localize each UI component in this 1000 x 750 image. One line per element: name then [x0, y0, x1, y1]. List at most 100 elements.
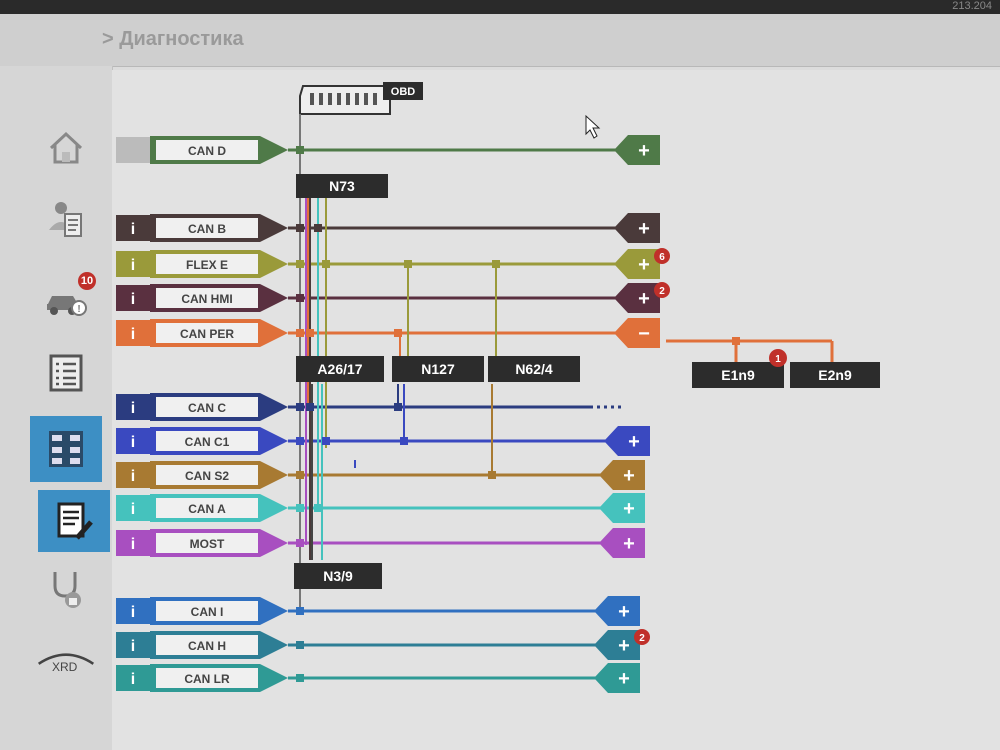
expand-button[interactable] [614, 283, 660, 313]
gateway-box[interactable] [296, 174, 388, 198]
info-icon[interactable] [116, 215, 150, 241]
junction-node [492, 260, 500, 268]
info-icon-glyph: i [131, 638, 135, 655]
gateway-label: E1n9 [721, 367, 755, 383]
gateway-box[interactable] [296, 356, 384, 382]
junction-node [322, 437, 330, 445]
info-icon[interactable] [116, 320, 150, 346]
obd-pin [364, 93, 368, 105]
notification-badge-count: 2 [659, 286, 665, 297]
minus-icon: − [638, 323, 650, 345]
sidebar-item-xrd[interactable] [30, 636, 102, 676]
expand-button[interactable] [604, 426, 650, 456]
bus-label: CAN C [188, 401, 226, 415]
expand-button[interactable] [599, 493, 645, 523]
bus-chip-label-bg [156, 218, 258, 238]
info-icon[interactable] [116, 495, 150, 521]
sidebar-item-security[interactable] [30, 560, 102, 618]
junction-node [394, 329, 402, 337]
junction-node [400, 437, 408, 445]
info-icon[interactable] [116, 598, 150, 624]
plus-icon: + [623, 498, 635, 520]
sidebar-item-doctor[interactable] [30, 190, 102, 248]
obd-label-box [383, 82, 423, 100]
obd-pin [328, 93, 332, 105]
sidebar-item-topology[interactable] [30, 416, 102, 482]
junction-node [732, 337, 740, 345]
obd-pin [346, 93, 350, 105]
junction-node [296, 437, 304, 445]
gateway-box[interactable] [294, 563, 382, 589]
bus-label: CAN I [191, 605, 224, 619]
bus-label: CAN B [188, 222, 226, 236]
junction-node [296, 607, 304, 615]
collapse-button[interactable] [614, 318, 660, 348]
expand-button[interactable] [594, 630, 640, 660]
info-icon-glyph: i [131, 257, 135, 274]
sidebar-item-home[interactable] [30, 118, 102, 176]
info-icon-glyph: i [131, 434, 135, 451]
info-icon[interactable] [116, 394, 150, 420]
expand-button[interactable] [614, 249, 660, 279]
info-icon[interactable] [116, 137, 150, 163]
notification-badge-count: 6 [659, 252, 665, 263]
plus-icon: + [638, 288, 650, 310]
bus-chip-label-bg [156, 533, 258, 553]
bus-chip-label-bg [156, 668, 258, 688]
expand-button[interactable] [594, 663, 640, 693]
network-topology-icon [49, 431, 83, 467]
info-icon[interactable] [116, 285, 150, 311]
info-icon-glyph: i [131, 501, 135, 518]
page-title: > Диагностика [102, 28, 244, 50]
junction-node [314, 224, 322, 232]
sidebar-item-report[interactable] [38, 490, 110, 552]
ip-address: 213.204 [952, 0, 992, 12]
bus-label: CAN H [188, 639, 226, 653]
stethoscope-lock-icon [53, 572, 81, 608]
gateway-label: N3/9 [323, 568, 353, 584]
notification-badge [634, 629, 650, 645]
sidebar-item-vehicle[interactable]: ! 10 [30, 270, 102, 328]
expand-button[interactable] [599, 460, 645, 490]
junction-node [394, 403, 402, 411]
info-icon[interactable] [116, 665, 150, 691]
info-icon[interactable] [116, 251, 150, 277]
junction-node [296, 260, 304, 268]
expand-button[interactable] [599, 528, 645, 558]
sidebar-item-list[interactable] [30, 344, 102, 402]
junction-node [296, 329, 304, 337]
info-icon[interactable] [116, 530, 150, 556]
gateway-box[interactable] [790, 362, 880, 388]
gateway-box[interactable] [392, 356, 484, 382]
gateway-label: N73 [329, 178, 355, 194]
plus-icon: + [638, 218, 650, 240]
bus-chip-label-bg [156, 397, 258, 417]
junction-node [488, 471, 496, 479]
notification-badge-count: 2 [639, 633, 645, 644]
junction-node [296, 146, 304, 154]
bus-chip-label-bg [156, 254, 258, 274]
doctor-report-icon [49, 202, 82, 237]
junction-node [314, 504, 322, 512]
info-icon[interactable] [116, 462, 150, 488]
plus-icon: + [623, 533, 635, 555]
info-icon[interactable] [116, 632, 150, 658]
sidebar: ! 10 XRD [0, 66, 113, 750]
info-icon-glyph: i [131, 400, 135, 417]
xrd-icon [37, 653, 95, 665]
home-icon [49, 131, 83, 164]
bus-chip-label-bg [156, 635, 258, 655]
bus-label: CAN PER [180, 327, 234, 341]
info-icon[interactable] [116, 428, 150, 454]
expand-button[interactable] [594, 596, 640, 626]
expand-button[interactable] [614, 135, 660, 165]
gateway-box[interactable] [692, 362, 784, 388]
gateway-box[interactable] [488, 356, 580, 382]
info-icon-glyph: i [131, 468, 135, 485]
info-icon-glyph: i [131, 604, 135, 621]
expand-button[interactable] [614, 213, 660, 243]
junction-node [296, 641, 304, 649]
xrd-label: XRD [52, 660, 78, 674]
